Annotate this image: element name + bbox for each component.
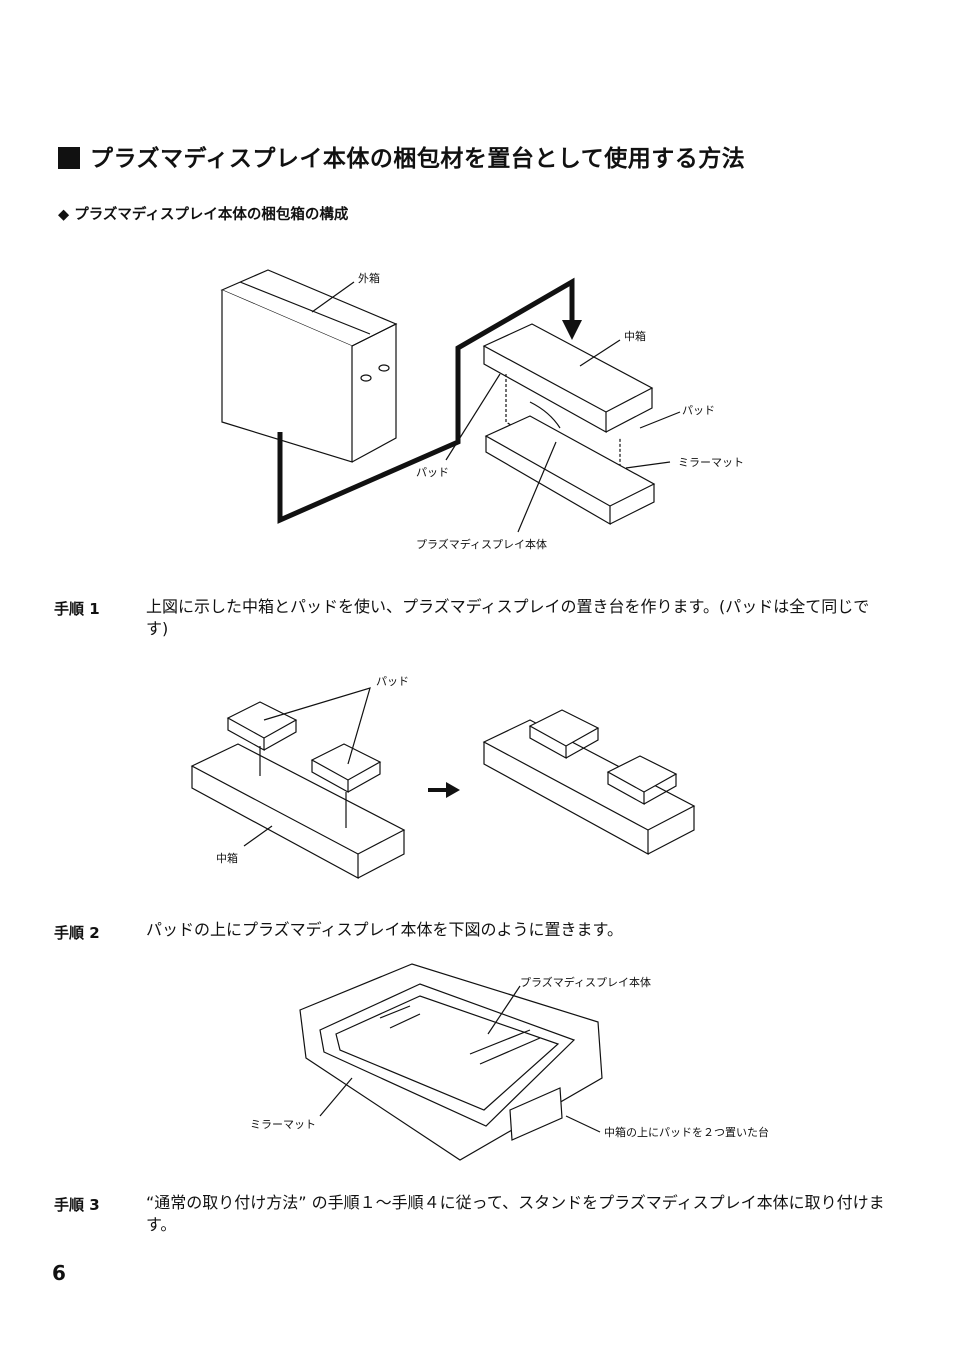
step-3-label: 手順 3 <box>54 1196 100 1214</box>
step-1-text: 上図に示した中箱とパッドを使い、プラズマディスプレイの置き台を作ります。(パッド… <box>146 597 870 638</box>
label-mirror-mat: ミラーマット <box>678 456 744 469</box>
label-display-body-3: プラズマディスプレイ本体 <box>520 975 651 989</box>
label-pad-left: パッド <box>416 466 449 479</box>
label-inner-box-2: 中箱 <box>216 851 238 865</box>
figure-display-on-stand: プラズマディスプレイ本体 ミラーマット 中箱の上にパッドを２つ置いた台 <box>250 963 769 1161</box>
step-3-text: “通常の取り付け方法” の手順１～手順４に従って、スタンドをプラズマディスプレイ… <box>146 1193 885 1234</box>
section-subtitle: ◆ プラズマディスプレイ本体の梱包箱の構成 <box>58 207 349 223</box>
label-inner-box: 中箱 <box>624 329 646 343</box>
step-2-text: パッドの上にプラズマディスプレイ本体を下図のように置きます。 <box>146 920 623 939</box>
label-stand: 中箱の上にパッドを２つ置いた台 <box>604 1125 769 1139</box>
label-pad-right: パッド <box>682 404 715 417</box>
page-title: プラズマディスプレイ本体の梱包材を置台として使用する方法 <box>58 139 745 173</box>
figure-assemble-stand: パッド 中箱 <box>190 675 696 880</box>
label-mirror-mat-3: ミラーマット <box>250 1118 316 1131</box>
figure-packaging-components: 外箱 中箱 パッド ミラーマット パッド プラズマディスプレイ本体 <box>220 269 744 551</box>
label-display-body: プラズマディスプレイ本体 <box>416 537 547 551</box>
page-number: 6 <box>52 1261 66 1285</box>
step-2-label: 手順 2 <box>54 924 100 942</box>
square-bullet-icon <box>58 147 80 169</box>
label-pad: パッド <box>376 675 409 688</box>
step-1-label: 手順 1 <box>54 600 100 618</box>
label-outer-box: 外箱 <box>358 271 380 285</box>
